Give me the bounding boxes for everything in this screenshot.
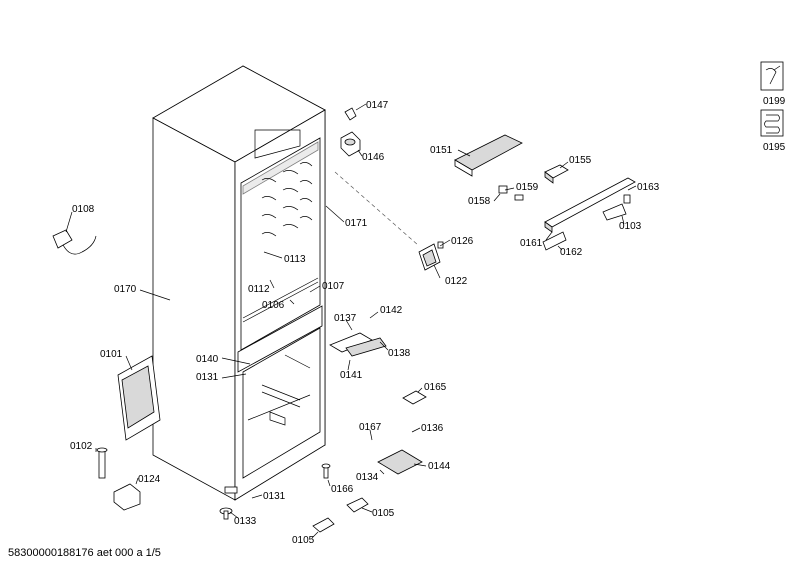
- label-0165: 0165: [424, 382, 447, 393]
- part-0133-foot-screw: [219, 507, 233, 520]
- part-0105-clamps: [312, 497, 369, 533]
- part-0144-hinge-plate: [377, 449, 423, 475]
- part-0108-power-cord: [52, 229, 97, 255]
- label-0105-right: 0105: [372, 508, 395, 519]
- connector-line: [334, 171, 419, 246]
- label-0161: 0161: [520, 238, 543, 249]
- part-0163-0103-bracket: [602, 194, 631, 221]
- part-0165-block: [402, 390, 427, 405]
- label-0108: 0108: [72, 204, 95, 215]
- label-0162: 0162: [560, 247, 583, 258]
- part-0101-hinge-bracket: [117, 355, 161, 441]
- legend-0195: 0195: [760, 109, 786, 153]
- label-0142: 0142: [380, 305, 403, 316]
- label-0131-upper: 0131: [196, 372, 219, 383]
- label-0155: 0155: [569, 155, 592, 166]
- label-0151: 0151: [430, 145, 453, 156]
- heating-coil-icon: [760, 109, 784, 137]
- label-0113: 0113: [284, 254, 306, 265]
- part-0102-pin: [96, 447, 108, 479]
- label-0144: 0144: [428, 461, 451, 472]
- label-0141: 0141: [340, 370, 363, 381]
- label-0102: 0102: [70, 441, 93, 452]
- label-0105-left: 0105: [292, 535, 315, 546]
- part-0137-0138-bracket: [329, 332, 387, 357]
- part-0147-clip: [344, 107, 357, 121]
- label-0147: 0147: [366, 100, 389, 111]
- label-0166: 0166: [331, 484, 354, 495]
- label-0146: 0146: [362, 152, 385, 163]
- label-0171: 0171: [345, 218, 368, 229]
- part-0146-cap: [340, 131, 361, 157]
- part-0162-cover: [542, 231, 567, 251]
- label-0112: 0112: [248, 284, 270, 295]
- label-0137: 0137: [334, 313, 357, 324]
- label-0103: 0103: [619, 221, 642, 232]
- label-0170: 0170: [114, 284, 137, 295]
- label-0140: 0140: [196, 354, 219, 365]
- legend-label-0199: 0199: [763, 96, 786, 107]
- part-0166-screw: [321, 463, 331, 479]
- wrench-icon: [760, 61, 784, 91]
- label-0133: 0133: [234, 516, 257, 527]
- label-0163: 0163: [637, 182, 660, 193]
- label-0159: 0159: [516, 182, 539, 193]
- refrigerator-cabinet: [152, 65, 326, 501]
- label-0167: 0167: [359, 422, 382, 433]
- label-0106: 0106: [262, 300, 285, 311]
- label-0124: 0124: [138, 474, 161, 485]
- part-labels: 0147 0146 0151 0155 0159 0158 0163 0161 …: [70, 100, 660, 546]
- leader-lines: [65, 103, 637, 539]
- label-0136: 0136: [421, 423, 444, 434]
- legend-label-0195: 0195: [763, 142, 786, 153]
- label-0101: 0101: [100, 349, 123, 360]
- label-0126: 0126: [451, 236, 474, 247]
- label-0138: 0138: [388, 348, 411, 359]
- part-0151-control-housing: [454, 134, 523, 177]
- label-0158: 0158: [468, 196, 491, 207]
- label-0107: 0107: [322, 281, 345, 292]
- label-0134: 0134: [356, 472, 379, 483]
- part-0124-door-hinge: [113, 483, 141, 511]
- part-0155-switch: [544, 164, 569, 184]
- label-0122: 0122: [445, 276, 468, 287]
- document-id-footer: 58300000188176 aet 000 a 1/5: [8, 547, 161, 559]
- label-0131-lower: 0131: [263, 491, 286, 502]
- part-0126-0122-sensor: [418, 241, 444, 271]
- legend-0199: 0199: [760, 61, 786, 107]
